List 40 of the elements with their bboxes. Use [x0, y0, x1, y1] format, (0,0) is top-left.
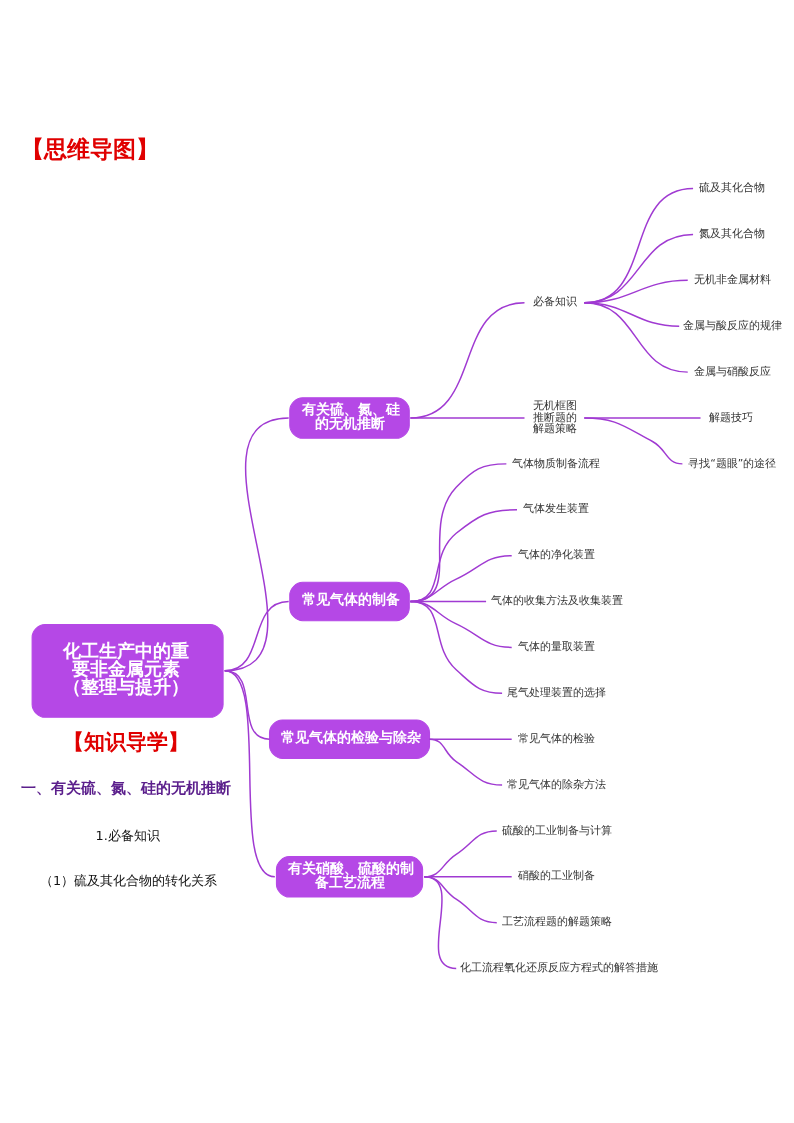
connector [428, 738, 513, 740]
node-text: 必备知识 [533, 295, 578, 309]
node-text: 无机框图推断题的解题策略 [533, 398, 578, 436]
node-box: 常见气体的制备 [289, 581, 410, 622]
node-text: 工艺流程题的解题策略 [502, 915, 613, 929]
connector [423, 876, 457, 970]
connector [583, 302, 689, 373]
connector [223, 670, 276, 878]
connector [428, 738, 503, 786]
node-text: 硫及其化合物 [698, 181, 765, 195]
node-text: 硝酸的工业制备 [517, 869, 595, 883]
node-box: 常见气体的检验与除杂 [268, 719, 431, 759]
label: 【知识导学】 [62, 728, 189, 754]
node-text: 氮及其化合物 [698, 227, 765, 241]
label: 1.必备知识 [95, 827, 160, 843]
node-text: 气体物质制备流程 [512, 456, 601, 470]
node-box: 化工生产中的重要非金属元素（整理与提升） [31, 623, 224, 718]
node-text: 气体的量取装置 [517, 640, 595, 654]
connector [409, 417, 526, 419]
connector [409, 302, 526, 419]
node-text: 常见气体的检验 [517, 731, 595, 745]
node-text: 气体发生装置 [522, 502, 589, 516]
node-text: 寻找“题眼”的途径 [688, 456, 777, 470]
node-text: 气体的净化装置 [517, 548, 595, 562]
node-box: 有关硫、氮、硅的无机推断 [289, 397, 410, 439]
node-box: 有关硝酸、硫酸的制备工艺流程 [275, 855, 424, 898]
node-text: 金属与酸反应的规律 [683, 318, 783, 332]
node-text: 金属与硝酸反应 [693, 364, 771, 378]
node-text: 硫酸的工业制备与计算 [502, 823, 613, 837]
node-text: 解题技巧 [709, 410, 754, 424]
node-text: 化工流程氧化还原反应方程式的解答措施 [460, 961, 659, 975]
node-text: 常见气体的除杂方法 [507, 777, 607, 791]
connector [409, 600, 503, 694]
label: （1）硫及其化合物的转化关系 [40, 873, 218, 889]
connector [583, 417, 684, 465]
diagram-title: 【思维导图】 [20, 135, 159, 164]
label: 一、有关硫、氮、硅的无机推断 [20, 779, 231, 798]
node-text: 尾气处理装置的选择 [507, 685, 607, 699]
node-text: 气体的收集方法及收集装置 [491, 594, 624, 608]
node-text: 无机非金属材料 [693, 273, 771, 287]
